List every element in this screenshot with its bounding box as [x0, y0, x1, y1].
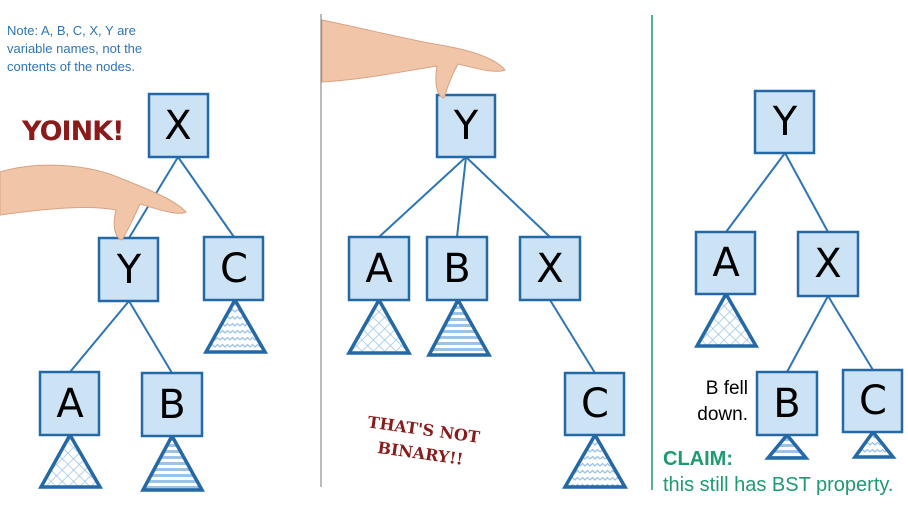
svg-text:Y: Y: [772, 99, 798, 145]
svg-text:A: A: [712, 240, 740, 286]
svg-text:C: C: [859, 378, 887, 424]
node-y: Y: [97, 236, 160, 303]
node-y: Y: [435, 93, 497, 159]
hand-grabbing-y-illustration: [0, 164, 187, 241]
node-a: A: [38, 370, 101, 437]
node-b: B: [140, 371, 204, 438]
node-x: X: [147, 92, 210, 159]
subtree-c-triangle: [561, 431, 629, 489]
node-y: Y: [753, 89, 816, 155]
panel-1: X Y C A B: [0, 92, 269, 492]
subtree-a-triangle: [38, 431, 104, 489]
svg-text:B: B: [443, 246, 470, 292]
node-b: B: [755, 370, 819, 437]
node-a: A: [694, 230, 757, 296]
panel-2: Y A B X C: [321, 19, 629, 489]
svg-text:X: X: [164, 103, 191, 149]
node-b: B: [425, 235, 489, 302]
node-c: C: [563, 371, 626, 437]
variable-names-note: Note: A, B, C, X, Y are variable names, …: [7, 23, 143, 74]
subtree-a-triangle: [694, 290, 760, 348]
subtree-b-triangle: [426, 296, 492, 357]
node-c: C: [841, 368, 904, 434]
fell-line-2: down.: [697, 404, 748, 425]
node-x: X: [796, 230, 860, 298]
yoink-exclamation: YOINK!: [22, 116, 124, 147]
svg-text:B: B: [773, 381, 800, 427]
claim-block: CLAIM: this still has BST property.: [663, 446, 893, 498]
claim-title: CLAIM:: [663, 448, 733, 470]
hand-holding-y-illustration: [321, 19, 506, 99]
panel-3: Y A X B C: [694, 89, 904, 460]
node-a: A: [347, 235, 411, 302]
svg-text:Y: Y: [116, 247, 142, 293]
subtree-c-triangle: [851, 429, 897, 459]
svg-text:X: X: [536, 246, 563, 292]
svg-text:X: X: [814, 241, 841, 287]
svg-text:Y: Y: [453, 103, 479, 149]
subtree-a-triangle: [345, 296, 413, 355]
subtree-c-triangle: [203, 296, 269, 354]
svg-text:A: A: [56, 381, 84, 427]
b-fell-down-note: B fell down.: [684, 376, 748, 428]
svg-text:B: B: [158, 382, 185, 428]
subtree-b-triangle: [140, 432, 205, 492]
subtree-b-triangle: [764, 432, 810, 460]
node-x: X: [518, 235, 582, 302]
claim-text: this still has BST property.: [663, 474, 894, 496]
svg-text:C: C: [220, 246, 248, 292]
fell-line-1: B fell: [705, 378, 748, 399]
svg-text:C: C: [581, 381, 609, 427]
node-c: C: [202, 235, 265, 302]
svg-text:A: A: [365, 246, 393, 292]
